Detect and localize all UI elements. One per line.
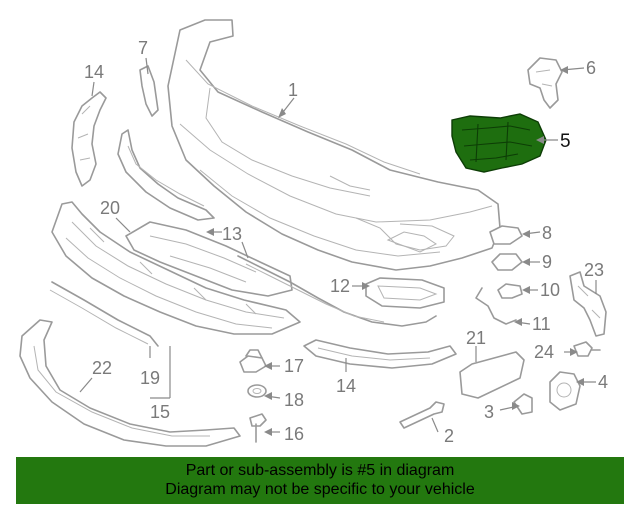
part-10-bracket[interactable] [497,283,523,299]
callout-7[interactable]: 7 [138,38,148,58]
part-4-sensor[interactable] [549,371,581,411]
leader-lines [79,57,597,433]
part-1-bumper-cover[interactable] [167,19,501,271]
callout-8[interactable]: 8 [542,223,552,243]
callout-10[interactable]: 10 [540,280,560,300]
part-3-grommet[interactable] [513,393,533,415]
callout-1[interactable]: 1 [288,80,298,100]
part-13-lower-strip[interactable] [237,255,437,327]
part-11-wire-harness[interactable] [475,287,517,325]
part-22-lower-spoiler[interactable] [19,319,241,447]
part-7-clip-bracket[interactable] [139,65,159,117]
diagram-canvas: 1 2 3 4 5 6 7 8 9 10 11 12 13 14 14 15 1… [19,19,608,447]
info-banner: Part or sub-assembly is #5 in diagram Di… [16,457,624,504]
callout-16[interactable]: 16 [284,424,304,444]
part-6-upper-bracket[interactable] [527,57,563,109]
callout-20[interactable]: 20 [100,198,120,218]
part-14-lower-trim[interactable] [303,339,457,369]
callout-5[interactable]: 5 [560,131,571,152]
callout-3[interactable]: 3 [484,402,494,422]
callout-17[interactable]: 17 [284,356,304,376]
callout-9[interactable]: 9 [542,252,552,272]
callout-23[interactable]: 23 [584,260,604,280]
part-18-washer[interactable] [247,384,267,398]
callout-24[interactable]: 24 [534,342,554,362]
part-23-mount-bracket[interactable] [569,271,607,337]
part-8-cover[interactable] [489,225,523,245]
callout-2[interactable]: 2 [444,426,454,446]
callout-14-lower[interactable]: 14 [336,376,356,396]
part-2-pin[interactable] [399,401,445,429]
part-14-side-bracket-upper[interactable] [71,91,107,187]
callout-18[interactable]: 18 [284,390,304,410]
callout-11[interactable]: 11 [532,314,551,334]
callout-6[interactable]: 6 [586,58,596,78]
callout-4[interactable]: 4 [598,372,608,392]
callout-13[interactable]: 13 [222,224,242,244]
callout-21[interactable]: 21 [466,328,486,348]
part-21-reflector[interactable] [459,351,525,399]
part-9-cover[interactable] [491,253,523,271]
callout-15[interactable]: 15 [150,402,170,422]
part-20-shield-panel[interactable] [125,221,293,297]
part-17-clip[interactable] [239,349,267,373]
arrowheads [206,66,584,436]
part-16-screw[interactable] [249,413,267,443]
banner-line-1: Part or sub-assembly is #5 in diagram [185,462,455,479]
part-5-highlighted-bracket[interactable] [451,113,547,173]
parts-diagram: 1 2 3 4 5 6 7 8 9 10 11 12 13 14 14 15 1… [19,19,608,447]
part-12-lamp-frame[interactable] [365,277,445,309]
callout-labels: 1 2 3 4 5 6 7 8 9 10 11 12 13 14 14 15 1… [84,38,608,446]
part-19-lower-strip[interactable] [49,281,159,347]
callout-19[interactable]: 19 [140,368,160,388]
callout-12[interactable]: 12 [330,276,350,296]
part-20-lower-skid[interactable] [51,201,301,335]
callout-22[interactable]: 22 [92,358,112,378]
part-13-upper-strip[interactable] [117,129,215,221]
banner-line-2: Diagram may not be specific to your vehi… [165,481,475,498]
part-24-bolt[interactable] [573,341,601,357]
callout-14-upper[interactable]: 14 [84,62,104,82]
